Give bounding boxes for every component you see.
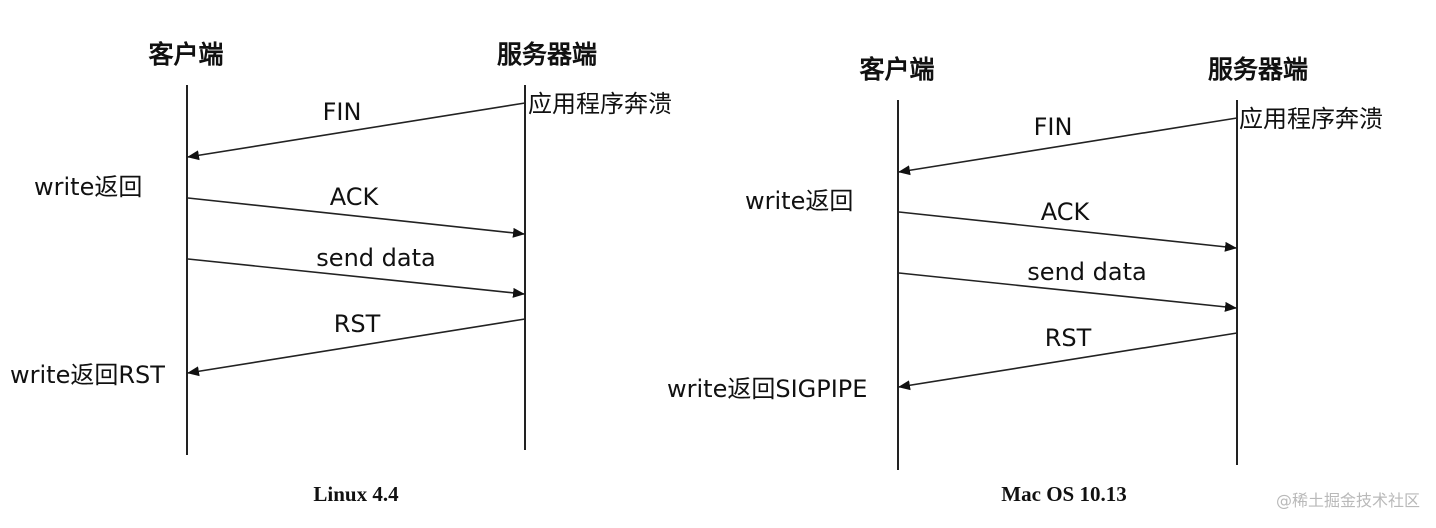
server-event-label: 应用程序奔溃 <box>1239 105 1383 133</box>
rst-arrow <box>187 318 526 377</box>
rst-label: RST <box>334 310 381 338</box>
send-data-label: send data <box>316 244 435 272</box>
macos-diagram: 客户端 服务器端 应用程序奔溃 write返回 write返回SIGPIPE F… <box>667 55 1383 506</box>
linux-caption: Linux 4.4 <box>313 482 399 506</box>
ack-arrow <box>898 211 1237 252</box>
server-header: 服务器端 <box>1208 55 1308 84</box>
server-header: 服务器端 <box>497 40 597 69</box>
send-data-arrow <box>898 272 1237 312</box>
client-header: 客户端 <box>859 55 934 84</box>
fin-arrow <box>187 102 526 161</box>
fin-arrow <box>898 117 1238 176</box>
linux-diagram: 客户端 服务器端 应用程序奔溃 write返回 write返回RST FIN A… <box>10 40 672 506</box>
watermark-text: @稀土掘金技术社区 <box>1276 491 1420 510</box>
client-event-label-2: write返回RST <box>10 361 165 389</box>
ack-label: ACK <box>330 183 380 211</box>
client-event-label-1: write返回 <box>34 173 142 201</box>
fin-label: FIN <box>323 98 362 126</box>
client-event-label-2: write返回SIGPIPE <box>667 375 867 403</box>
send-data-label: send data <box>1027 258 1146 286</box>
rst-arrow <box>898 332 1238 391</box>
server-event-label: 应用程序奔溃 <box>528 90 672 118</box>
rst-label: RST <box>1045 324 1092 352</box>
client-event-label-1: write返回 <box>745 187 853 215</box>
macos-caption: Mac OS 10.13 <box>1001 482 1126 506</box>
ack-arrow <box>187 197 525 238</box>
send-data-arrow <box>187 258 525 298</box>
fin-label: FIN <box>1034 113 1073 141</box>
client-header: 客户端 <box>148 40 223 69</box>
ack-label: ACK <box>1041 198 1091 226</box>
